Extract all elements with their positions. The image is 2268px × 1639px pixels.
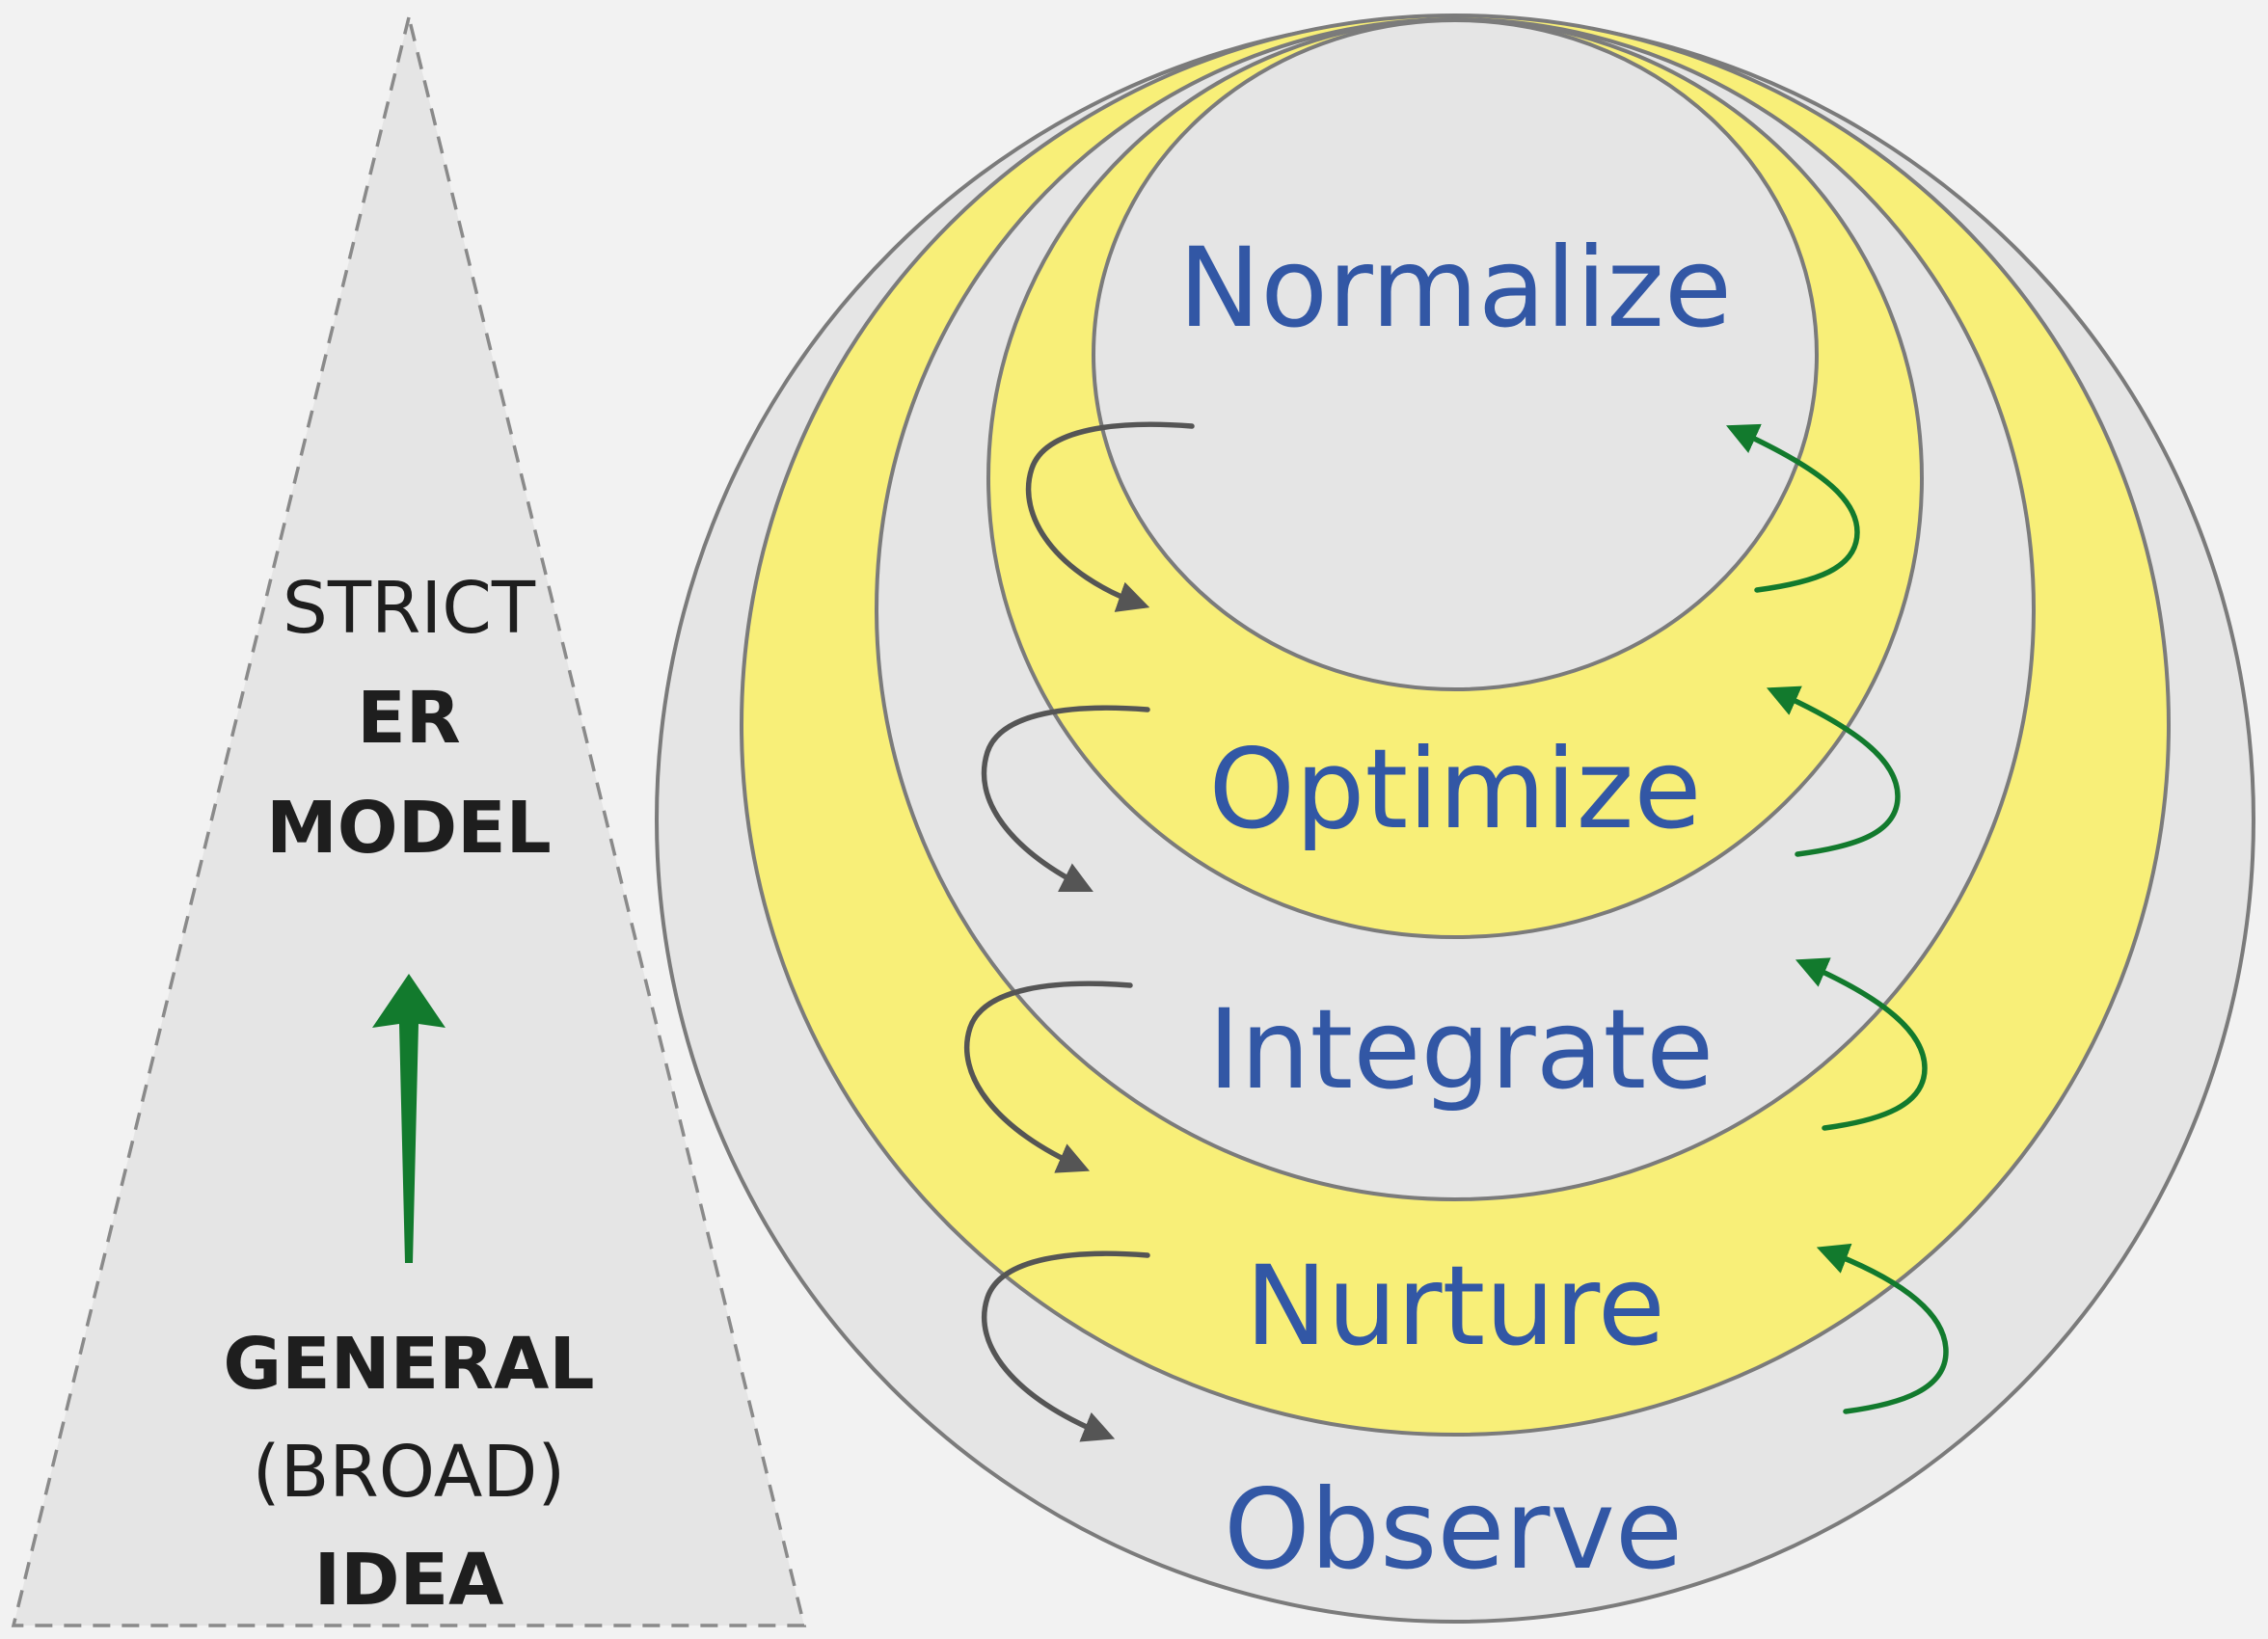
cycle-arrow-green-1 [1725, 423, 1860, 593]
cycle-arrow-gray-1 [1025, 421, 1195, 612]
stage-label-normalize: Normalize [1178, 224, 1732, 352]
stage-label-integrate: Integrate [1208, 985, 1714, 1114]
triangle-top-line-1: STRICT [283, 567, 536, 650]
stage-label-optimize: Optimize [1208, 725, 1701, 853]
stage-label-observe: Observe [1224, 1465, 1683, 1594]
cycle-arrow-gray-3 [963, 981, 1133, 1173]
cycle-arrow-gray-2 [981, 705, 1150, 892]
up-arrow-icon [372, 974, 446, 1263]
ring-normalize [1092, 18, 1819, 691]
nested-rings [655, 13, 2255, 1624]
refinement-triangle: STRICT ER MODEL GENERAL (BROAD) IDEA [11, 16, 807, 1627]
triangle-bottom-line-2: (BROAD) [253, 1431, 565, 1514]
stage-labels: Normalize Optimize Integrate Nurture Obs… [1178, 224, 1732, 1594]
stage-label-nurture: Nurture [1245, 1242, 1665, 1370]
triangle-bottom-line-1: GENERAL [223, 1323, 594, 1406]
triangle-shape [11, 16, 807, 1627]
cycle-arrow-green-4 [1816, 1243, 1949, 1414]
triangle-bottom-line-3: IDEA [314, 1539, 504, 1622]
cycle-arrow-gray-4 [981, 1250, 1150, 1442]
cycle-arrows-left [963, 421, 1195, 1442]
cycle-arrow-green-2 [1766, 685, 1901, 857]
cycle-arrows-right [1725, 423, 1949, 1414]
cycle-arrow-green-3 [1795, 957, 1928, 1131]
triangle-top-line-3: MODEL [266, 787, 552, 870]
triangle-top-line-2: ER [357, 677, 461, 760]
